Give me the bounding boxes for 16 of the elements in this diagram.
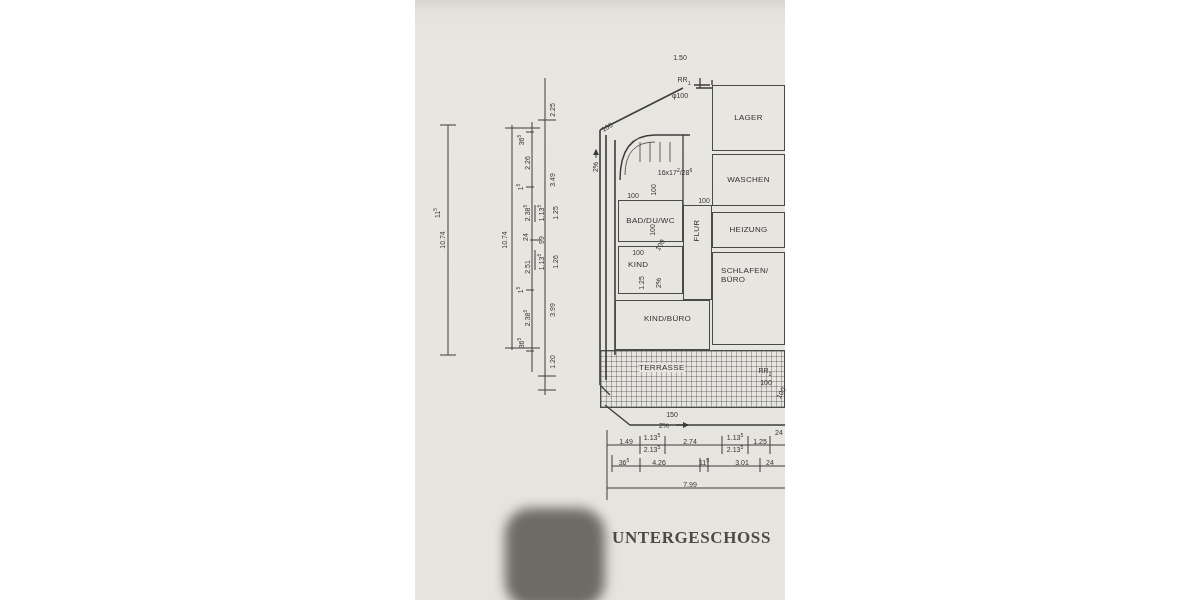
- room-outline: [683, 205, 712, 300]
- room-name: SCHLAFEN/ BÜRO: [721, 266, 770, 285]
- room-name: KIND: [628, 260, 649, 270]
- room-name: KIND/BÜRO: [643, 314, 692, 324]
- plan-title: UNTERGESCHOSS: [612, 528, 771, 548]
- room-outline: [712, 85, 785, 151]
- room-name: TERRASSE: [639, 363, 685, 373]
- terrace-area: [600, 350, 785, 408]
- room-name: HEIZUNG: [729, 225, 768, 235]
- room-name: WASCHEN: [727, 175, 770, 185]
- room-name: FLUR: [692, 219, 703, 242]
- room-outline: [712, 154, 785, 206]
- room-name: LAGER: [734, 113, 763, 123]
- room-outline: [712, 252, 785, 345]
- room-outline: [712, 212, 785, 248]
- room-outline: [615, 300, 710, 350]
